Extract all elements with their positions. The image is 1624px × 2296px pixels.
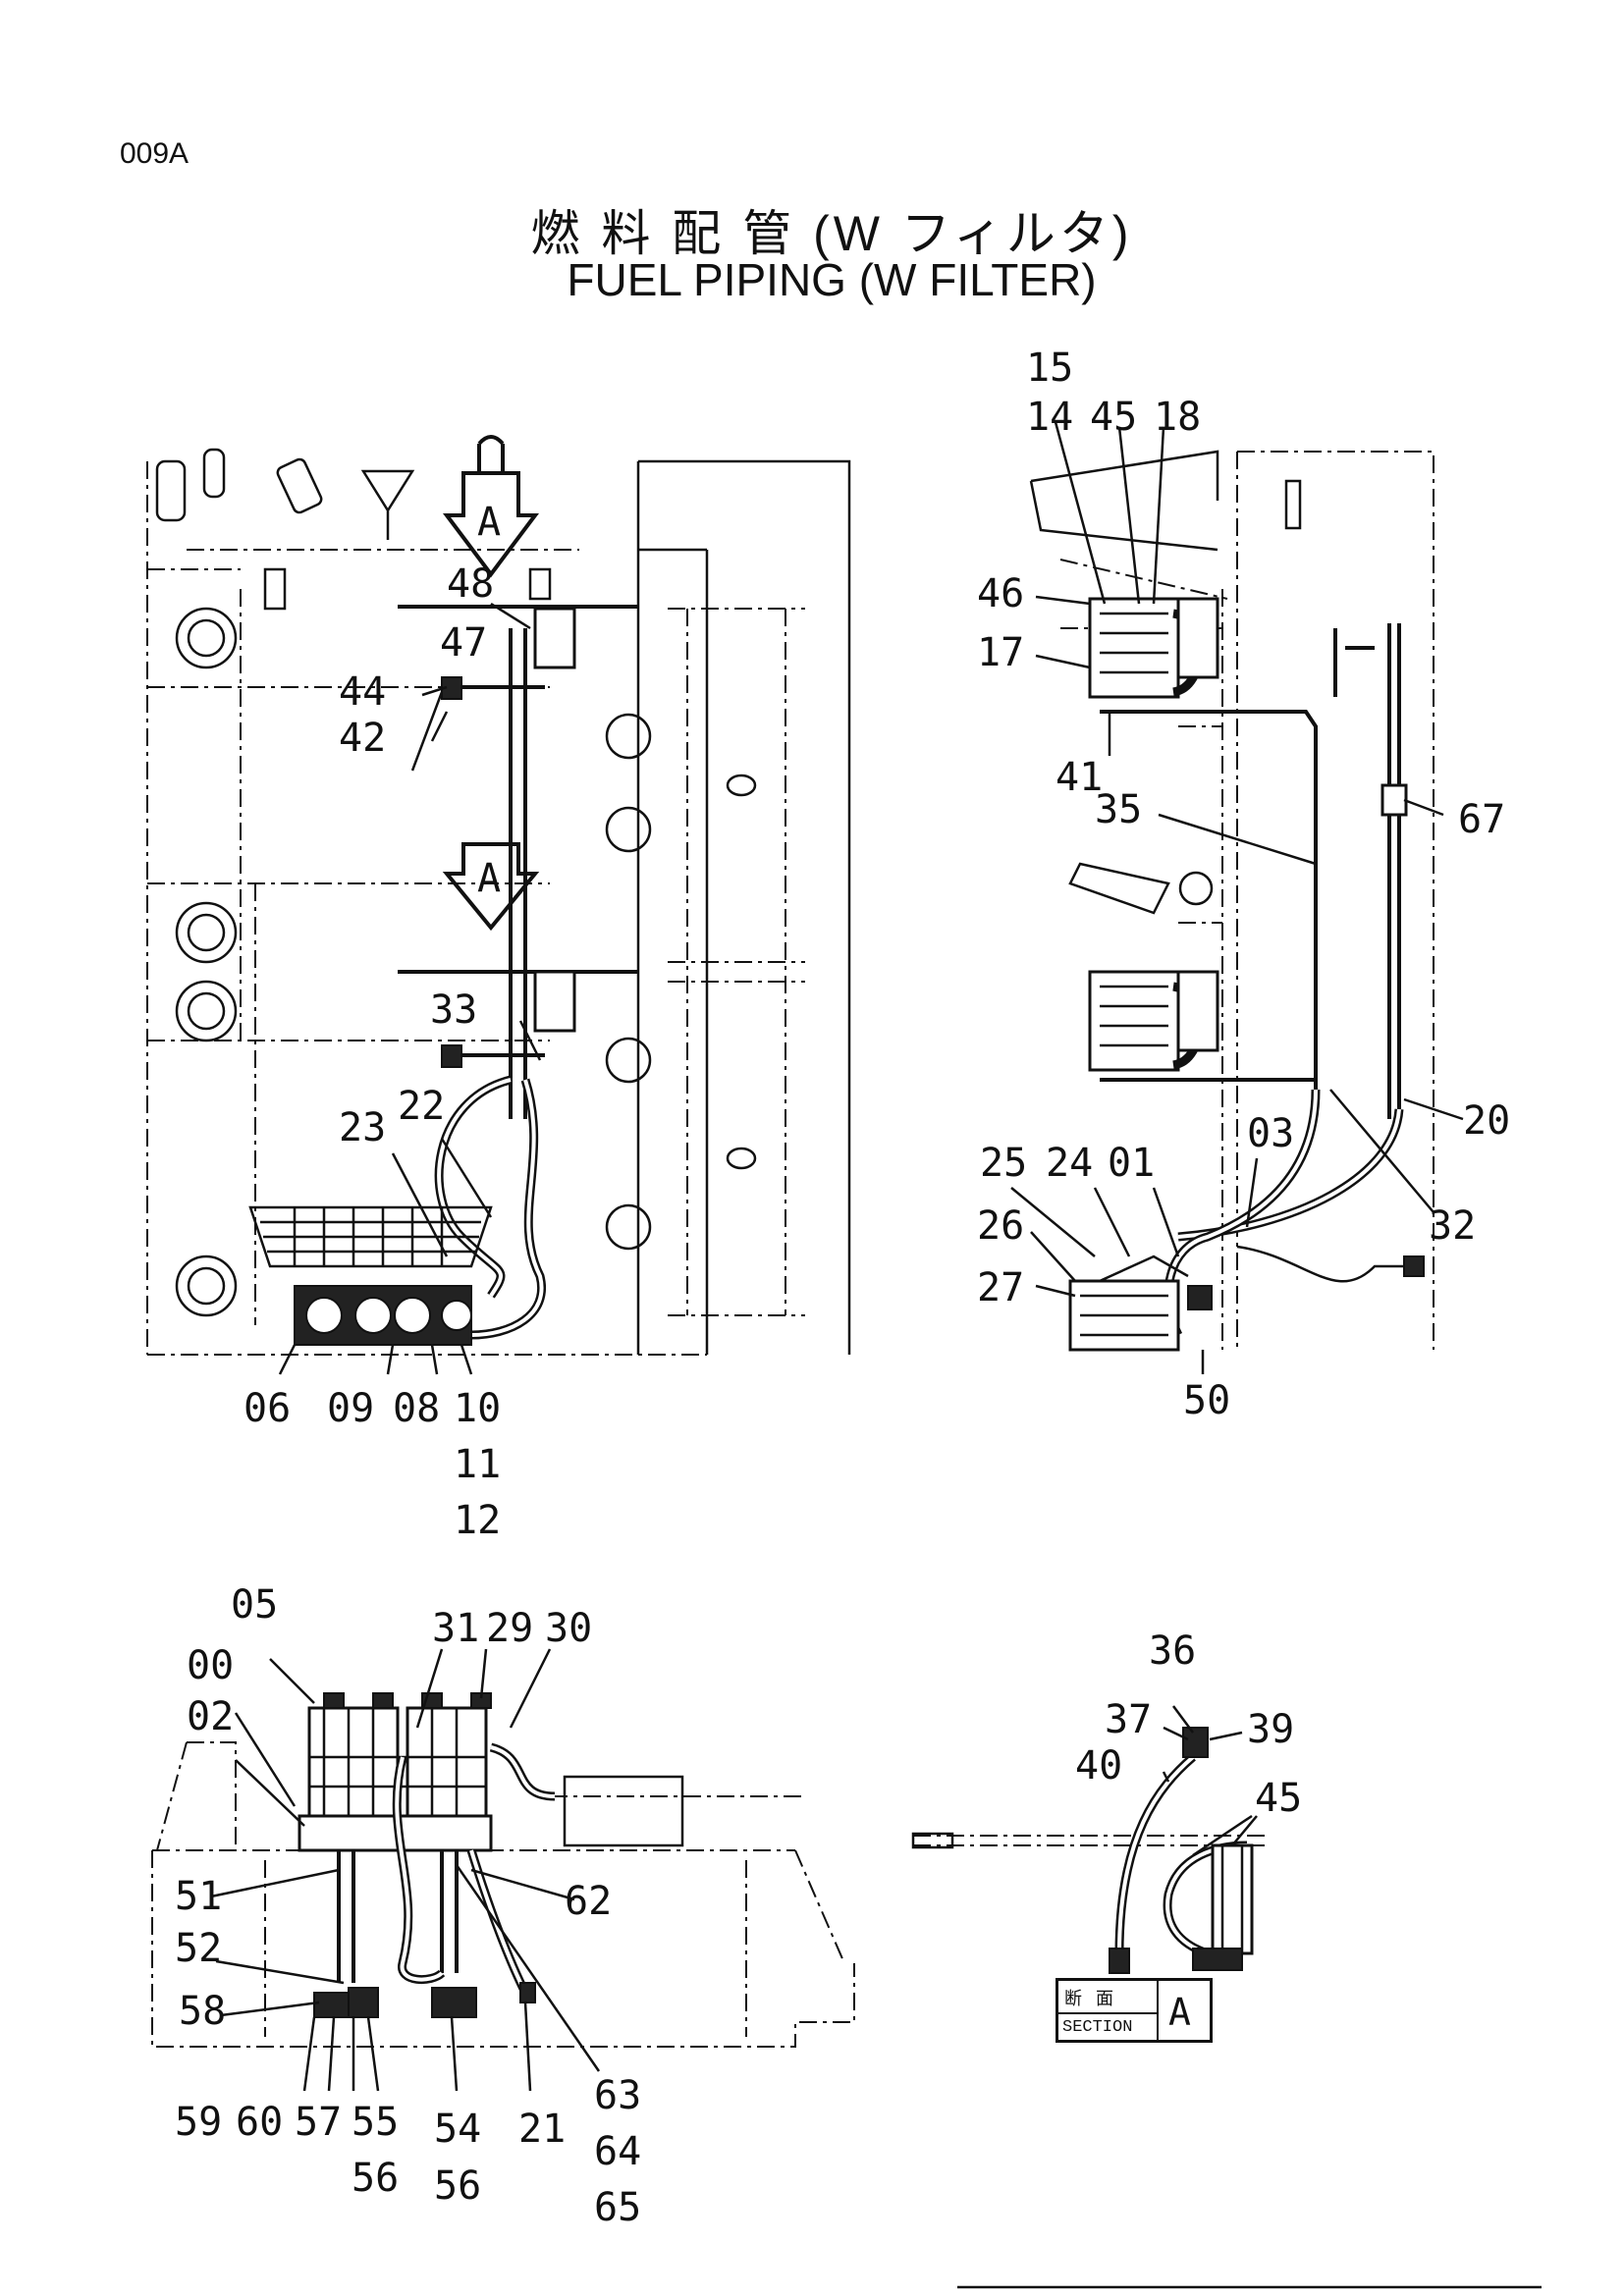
- callout-51: 51: [175, 1874, 222, 1919]
- callout-47: 47: [440, 620, 487, 666]
- callout-56-a: 56: [352, 2156, 399, 2201]
- title-english: FUEL PIPING (W FILTER): [567, 254, 1097, 305]
- callout-02: 02: [187, 1694, 234, 1739]
- section-label-japanese: 断面: [1064, 1989, 1127, 2008]
- callout-60: 60: [236, 2100, 283, 2145]
- callout-45-section: 45: [1255, 1776, 1302, 1821]
- callout-46: 46: [977, 571, 1024, 616]
- callout-29: 29: [486, 1606, 533, 1651]
- callout-62: 62: [565, 1879, 612, 1924]
- callout-52: 52: [175, 1926, 222, 1971]
- callout-32: 32: [1429, 1203, 1476, 1249]
- callout-01: 01: [1108, 1141, 1155, 1186]
- right-view: 15 14 45 18 46 17 41 35 67 20 03 25 24 0…: [977, 346, 1510, 1423]
- callout-21: 21: [518, 2107, 566, 2152]
- callout-25: 25: [980, 1141, 1027, 1186]
- bottom-left-view: 05 00 02 31 29 30 51 52 58 62 59 60 57 5…: [151, 1582, 855, 2230]
- view-arrow-a-top-letter: A: [477, 500, 501, 545]
- callout-41: 41: [1056, 755, 1103, 800]
- left-view: A A 48 4: [146, 435, 851, 1543]
- callout-27: 27: [977, 1265, 1024, 1310]
- callout-57: 57: [295, 2100, 342, 2145]
- callout-67: 67: [1458, 797, 1505, 842]
- callout-24: 24: [1046, 1141, 1093, 1186]
- callout-63: 63: [594, 2073, 641, 2118]
- section-label-vertical-divider: [1157, 1981, 1159, 2040]
- callout-50: 50: [1183, 1378, 1230, 1423]
- view-arrow-a-mid-letter: A: [477, 856, 501, 901]
- callout-23: 23: [339, 1105, 386, 1150]
- callout-55: 55: [352, 2100, 399, 2145]
- page-id: 009A: [120, 137, 189, 170]
- callout-54: 54: [434, 2107, 481, 2152]
- callout-06: 06: [244, 1386, 291, 1431]
- callout-40: 40: [1075, 1743, 1122, 1789]
- callout-36: 36: [1149, 1629, 1196, 1674]
- callout-42: 42: [339, 716, 386, 761]
- callout-31: 31: [432, 1606, 479, 1651]
- callout-33: 33: [430, 988, 477, 1033]
- callout-64: 64: [594, 2129, 641, 2174]
- title-japanese: 燃 料 配 管 (W フィルタ): [530, 206, 1133, 261]
- callout-14: 14: [1026, 395, 1073, 440]
- section-label-english: SECTION: [1062, 2018, 1133, 2037]
- section-label-letter: A: [1168, 1991, 1191, 2034]
- callout-37: 37: [1105, 1697, 1152, 1742]
- callout-22: 22: [398, 1084, 445, 1129]
- section-a-view: 36 37 39 40 45: [911, 1629, 1302, 1974]
- callout-56-b: 56: [434, 2163, 481, 2209]
- callout-35: 35: [1095, 787, 1142, 832]
- callout-00: 00: [187, 1643, 234, 1688]
- callout-58: 58: [179, 1989, 226, 2034]
- callout-12: 12: [454, 1498, 501, 1543]
- callout-26: 26: [977, 1203, 1024, 1249]
- section-label-divider: [1058, 2012, 1157, 2014]
- callout-44: 44: [339, 669, 386, 715]
- callout-17: 17: [977, 630, 1024, 675]
- section-a-label-box: 断面 SECTION A: [1056, 1978, 1213, 2043]
- callout-45-right: 45: [1090, 395, 1137, 440]
- callout-03: 03: [1247, 1111, 1294, 1156]
- callout-09: 09: [327, 1386, 374, 1431]
- callout-48: 48: [447, 561, 494, 607]
- callout-65: 65: [594, 2185, 641, 2230]
- callout-08: 08: [393, 1386, 440, 1431]
- callout-18: 18: [1154, 395, 1201, 440]
- callout-39: 39: [1247, 1707, 1294, 1752]
- callout-30: 30: [545, 1606, 592, 1651]
- callout-11: 11: [454, 1442, 501, 1487]
- callout-15: 15: [1026, 346, 1073, 391]
- callout-59: 59: [175, 2100, 222, 2145]
- callout-05: 05: [231, 1582, 278, 1628]
- callout-20: 20: [1463, 1098, 1510, 1144]
- callout-10: 10: [454, 1386, 501, 1431]
